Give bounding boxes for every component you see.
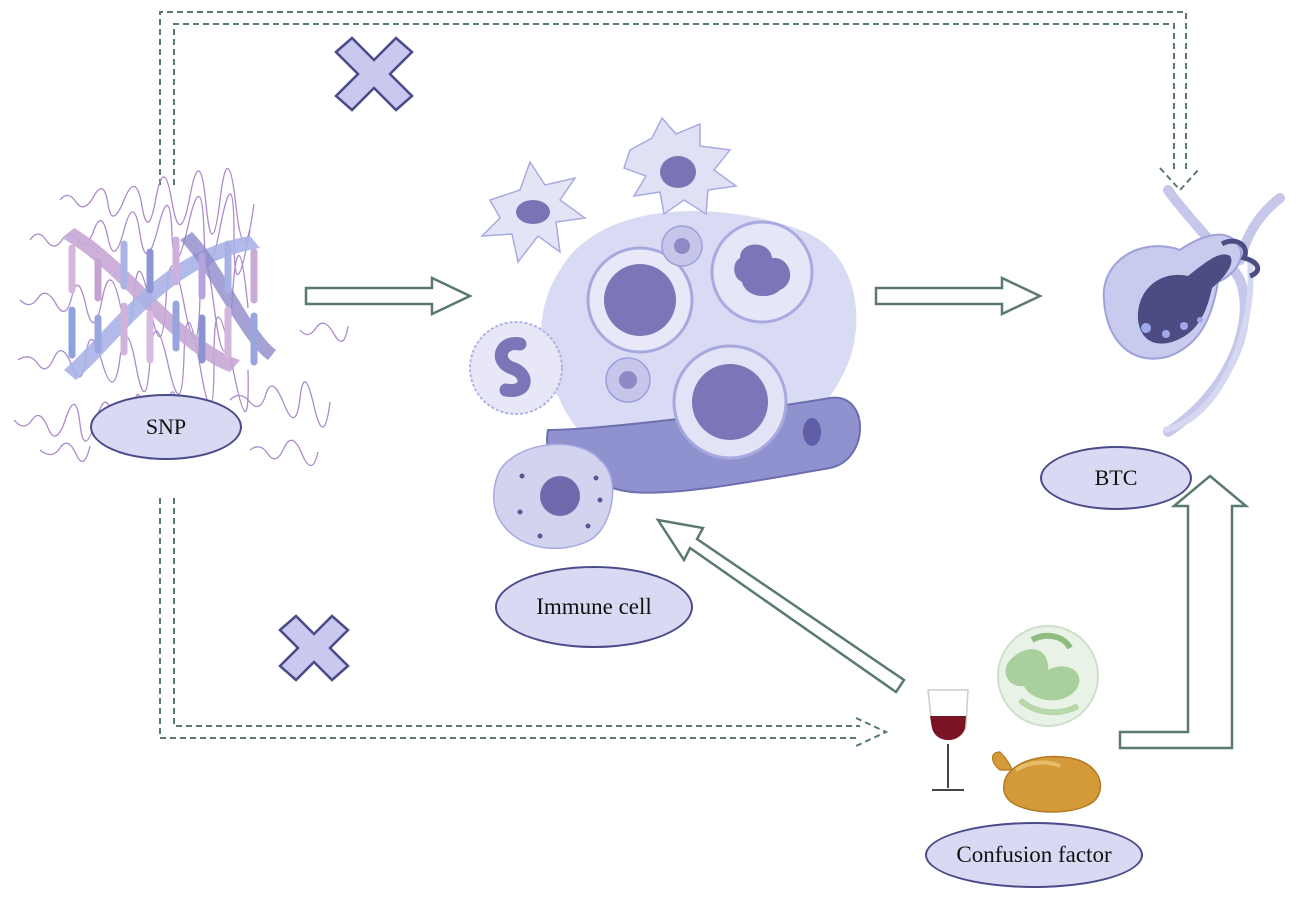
gallbladder-icon — [1102, 185, 1285, 437]
dashed-arrow-snp-to-btc — [159, 11, 1201, 192]
arrow-immune-to-btc — [874, 276, 1043, 316]
dna-helix-icon — [13, 167, 349, 467]
immune-cell-cluster-icon — [469, 116, 861, 550]
btc-label: BTC — [1040, 446, 1192, 510]
dashed-arrow-snp-to-confusion — [159, 498, 889, 747]
confusion-factor-label-text: Confusion factor — [956, 842, 1112, 867]
confusion-factor-label: Confusion factor — [925, 822, 1143, 888]
immune-cell-label: Immune cell — [495, 566, 693, 648]
arrow-confusion-to-immune — [655, 518, 906, 694]
arrow-snp-to-immune — [304, 276, 473, 316]
roast-chicken-icon — [991, 751, 1102, 813]
cross-icon — [334, 36, 414, 112]
leafy-vegetable-icon — [997, 625, 1099, 727]
snp-label-text: SNP — [145, 414, 187, 439]
btc-label-text: BTC — [1094, 465, 1138, 490]
wine-glass-icon — [927, 689, 969, 791]
immune-cell-label-text: Immune cell — [536, 594, 652, 619]
snp-label: SNP — [90, 394, 242, 460]
arrow-confusion-to-btc — [1118, 474, 1250, 750]
cross-icon — [278, 614, 350, 682]
